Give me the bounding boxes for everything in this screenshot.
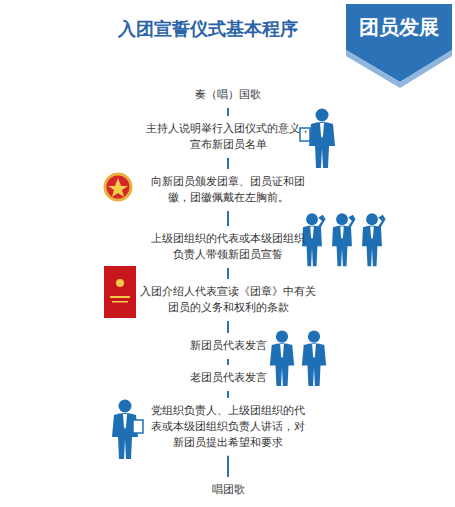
flow-connector — [227, 391, 229, 398]
step-text: 老团员代表发言 — [173, 369, 283, 387]
step-label: 主持人说明举行入团仪式的意义，宣布新团员名单 — [144, 121, 312, 153]
oath-figures — [302, 213, 385, 266]
step-label: 入团介绍人代表宣读《团章》中有关团员的义务和权利的条款 — [138, 284, 318, 316]
diagram-title: 入团宣誓仪式基本程序 — [118, 17, 298, 41]
step-text: 上级团组织的代表或本级团组织负责人带领新团员宣誓 — [144, 230, 312, 264]
host-figure — [300, 109, 335, 169]
speaker-figures — [270, 331, 326, 387]
step-text: 新团员代表发言 — [173, 337, 283, 355]
flow-connector — [227, 158, 229, 169]
banner-label: 团员发展 — [359, 14, 439, 41]
leader-figure — [112, 400, 143, 460]
step-text: 唱团歌 — [183, 481, 273, 499]
step-label: 上级团组织的代表或本级团组织负责人带领新团员宣誓 — [146, 231, 310, 263]
flow-connector — [227, 211, 229, 226]
flow-connector — [227, 108, 229, 116]
constitution-book — [104, 266, 136, 318]
step-text: 主持人说明举行入团仪式的意义，宣布新团员名单 — [142, 120, 314, 154]
step-text: 奏（唱）国歌 — [173, 86, 283, 104]
league-badge — [105, 174, 131, 200]
step-label: 唱团歌 — [185, 482, 271, 498]
step-text: 党组织负责人、上级团组织的代表或本级团组织负责人讲话，对新团员提出希望和要求 — [144, 402, 312, 452]
flow-connector — [227, 321, 229, 333]
banner-ribbon — [346, 4, 452, 88]
step-text: 向新团员颁发团章、团员证和团徽，团徽佩戴在左胸前。 — [139, 173, 317, 207]
step-label: 新团员代表发言 — [175, 338, 281, 354]
step-label: 老团员代表发言 — [175, 370, 281, 386]
section-banner: 团员发展 — [347, 6, 451, 48]
flow-connector — [227, 268, 229, 279]
step-label: 奏（唱）国歌 — [175, 87, 281, 103]
flow-connector — [227, 359, 229, 365]
flow-connector — [227, 456, 229, 477]
step-label: 党组织负责人、上级团组织的代表或本级团组织负责人讲话，对新团员提出希望和要求 — [146, 403, 310, 451]
step-text: 入团介绍人代表宣读《团章》中有关团员的义务和权利的条款 — [136, 283, 320, 317]
step-label: 向新团员颁发团章、团员证和团徽，团徽佩戴在左胸前。 — [141, 174, 315, 206]
